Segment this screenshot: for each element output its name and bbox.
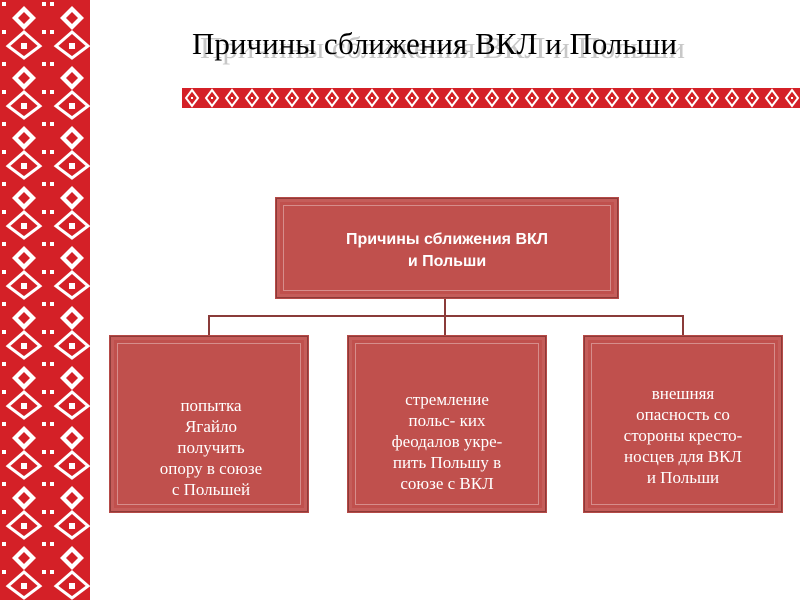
reason-box-1-line: получить <box>177 438 245 457</box>
reason-box-3-line: опасность со <box>636 405 730 424</box>
ornament-pattern <box>0 0 96 600</box>
reason-box-2-text: стремление польс- ких феодалов укре- пит… <box>359 389 535 494</box>
reason-box-1-line: с Польшей <box>171 480 251 499</box>
connector-right <box>682 315 684 336</box>
reason-box-3-text: внешняя опасность со стороны кресто- нос… <box>595 383 771 488</box>
reason-box-2-frame <box>355 343 539 505</box>
connector-horizontal <box>208 315 684 317</box>
reason-box-2-line: стремление <box>405 390 489 409</box>
reason-box-3-line: внешняя <box>651 384 715 403</box>
root-box-text: Причины сближения ВКЛ и Польши <box>277 229 617 273</box>
root-box-line-1: Причины сближения ВКЛ <box>345 231 549 248</box>
connector-middle <box>444 315 446 336</box>
reason-box-1-text: попытка Ягайло получить опору в союзе с … <box>125 395 297 500</box>
root-box: Причины сближения ВКЛ и Польши <box>276 198 618 298</box>
title-shadow: Причины сближения ВКЛ и Польши <box>200 30 685 65</box>
reason-box-3-line: стороны кресто- <box>623 426 743 445</box>
reason-box-2-line: феодалов укре- <box>391 432 503 451</box>
reason-box-3-frame <box>591 343 775 505</box>
connector-trunk <box>444 296 446 316</box>
ornament-band <box>182 86 800 110</box>
reason-box-1-frame <box>117 343 301 505</box>
reason-box-1-line: попытка <box>180 396 242 415</box>
reason-box-3-line: носцев для ВКЛ <box>624 447 742 466</box>
reason-box-1: попытка Ягайло получить опору в союзе с … <box>110 336 308 512</box>
reason-box-2-line: союзе с ВКЛ <box>400 474 494 493</box>
ornament-left-strip <box>0 0 96 600</box>
reason-box-2-line: польс- ких <box>408 411 486 430</box>
page-title: Причины сближения ВКЛ и Польши <box>192 26 677 61</box>
reason-box-3-line: и Польши <box>646 468 720 487</box>
reason-box-2-line: пить Польшу в <box>392 453 502 472</box>
root-box-line-2: и Польши <box>407 253 487 270</box>
connector-left <box>208 315 210 336</box>
root-box-frame <box>283 205 611 291</box>
reason-box-3: внешняя опасность со стороны кресто- нос… <box>584 336 782 512</box>
reason-box-1-line: Ягайло <box>185 417 237 436</box>
reason-box-2: стремление польс- ких феодалов укре- пит… <box>348 336 546 512</box>
reason-box-1-line: опору в союзе <box>159 459 263 478</box>
ornament-band-pattern <box>182 86 800 110</box>
